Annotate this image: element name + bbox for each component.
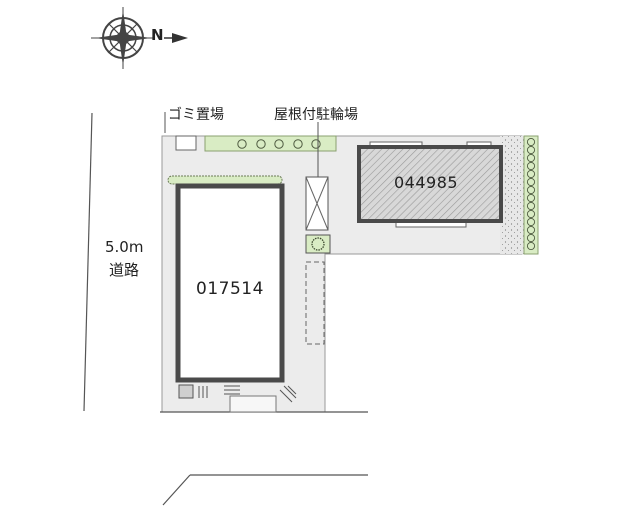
tree-icon: [311, 237, 325, 251]
north-arrow-icon: [172, 33, 188, 43]
road-edge-line: [83, 112, 93, 412]
parking-space-dashed: [305, 261, 325, 345]
road-corner-line: [162, 474, 191, 506]
north-label: N: [151, 26, 164, 44]
bicycle-parking-cross-b: [305, 176, 329, 231]
entrance-mat: [178, 384, 194, 399]
road-width-label: 5.0m: [105, 238, 144, 256]
garbage-area: [175, 135, 197, 151]
hedge-strip-top: [204, 135, 337, 152]
hedge-above-building: [167, 175, 283, 185]
building-code-017514: 017514: [196, 279, 264, 299]
bicycle-parking-label: 屋根付駐輪場: [274, 107, 358, 123]
building-017514: [175, 183, 285, 383]
road-name-label: 道路: [109, 261, 140, 279]
building-044985: [357, 145, 503, 223]
gravel-strip: [500, 136, 524, 254]
garbage-area-label: ゴミ置場: [168, 107, 224, 123]
building-code-044985: 044985: [394, 173, 459, 192]
entrance-porch: [229, 395, 277, 413]
compass-rose-icon: [91, 7, 155, 69]
shrub-row-right: [526, 137, 536, 251]
entrance-steps: [198, 385, 297, 403]
shrub-row-top: [237, 139, 321, 149]
